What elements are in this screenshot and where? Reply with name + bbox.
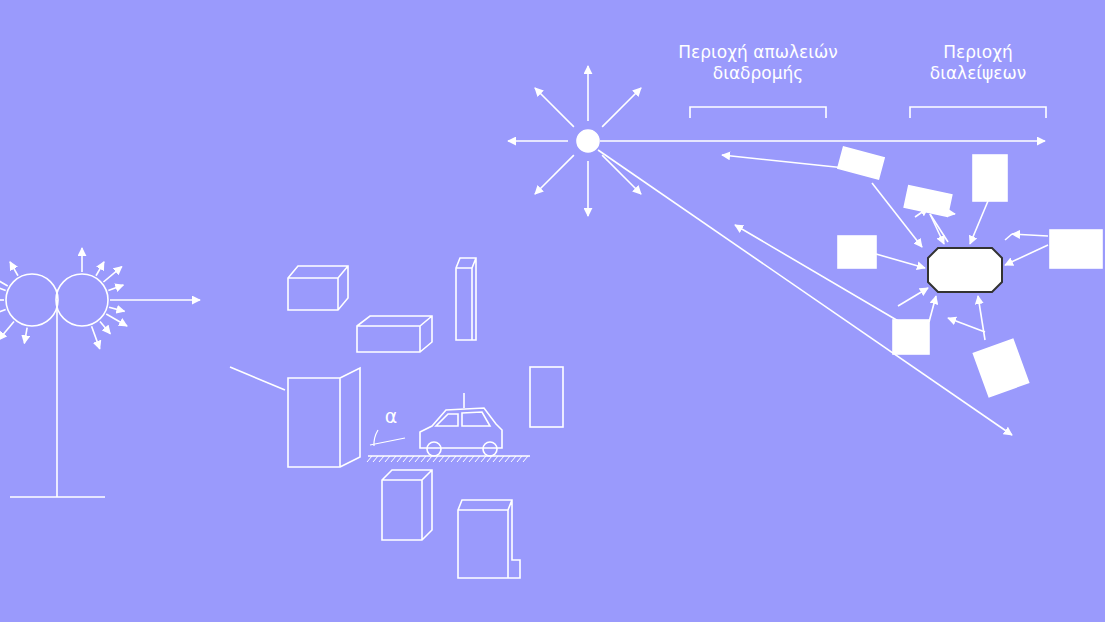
angle-label: α [381, 406, 401, 427]
source-ray [602, 155, 641, 194]
ground-hatch [475, 456, 480, 462]
radiation-arrow [110, 299, 200, 301]
ground-hatch [397, 456, 402, 462]
bracket [910, 107, 1046, 118]
ground-hatch [391, 456, 396, 462]
radiation-arrow [0, 321, 14, 339]
radiation-arrow [108, 285, 123, 290]
radiation-arrow [0, 274, 8, 286]
scatterers [722, 147, 1102, 397]
ground-hatch [505, 456, 510, 462]
source-ray [535, 155, 574, 194]
radiation-arrow [10, 262, 18, 276]
radiation-arrow [24, 328, 27, 344]
radiation-arrow [100, 321, 110, 333]
region-label: Περιοχή απωλειών διαδρομής [668, 42, 848, 84]
bracket [690, 107, 826, 118]
source-ray [508, 140, 568, 142]
ground-hatch [415, 456, 420, 462]
ground-hatch [433, 456, 438, 462]
ground-hatch [367, 456, 372, 462]
radiation-arrow [103, 267, 121, 282]
radiation-arrow [0, 285, 6, 290]
ground-hatch [409, 456, 414, 462]
ground-hatch [517, 456, 522, 462]
ground-hatch [385, 456, 390, 462]
radiation-arrow [106, 314, 127, 326]
ground-hatch [481, 456, 486, 462]
ground-hatch [421, 456, 426, 462]
radiation-arrow [92, 326, 100, 349]
ground-hatch [427, 456, 432, 462]
ground-hatch [469, 456, 474, 462]
source-ray [587, 161, 589, 216]
antenna [0, 248, 200, 497]
buildings [288, 258, 563, 578]
ground-hatch [379, 456, 384, 462]
ground-hatch [373, 456, 378, 462]
ground-hatch [487, 456, 492, 462]
point-source [508, 66, 1045, 435]
ground-hatch [493, 456, 498, 462]
ground-hatch [457, 456, 462, 462]
region-label: Περιοχή διαλείψεων [918, 42, 1038, 84]
ground-hatch [403, 456, 408, 462]
radiation-arrow [96, 262, 104, 276]
source-ray [587, 66, 589, 121]
ground-hatch [463, 456, 468, 462]
ground-hatch [499, 456, 504, 462]
ray [230, 367, 285, 390]
ground-hatch [445, 456, 450, 462]
radiation-arrow [81, 248, 83, 272]
source-ray [602, 88, 641, 127]
ground-hatch [511, 456, 516, 462]
radiation-arrow [109, 307, 124, 311]
car [367, 393, 530, 462]
radiation-arrow [0, 310, 6, 315]
ground-hatch [439, 456, 444, 462]
ground-hatch [523, 456, 528, 462]
ground-hatch [451, 456, 456, 462]
source-ray [535, 88, 574, 127]
radiation-arrow [0, 299, 4, 301]
